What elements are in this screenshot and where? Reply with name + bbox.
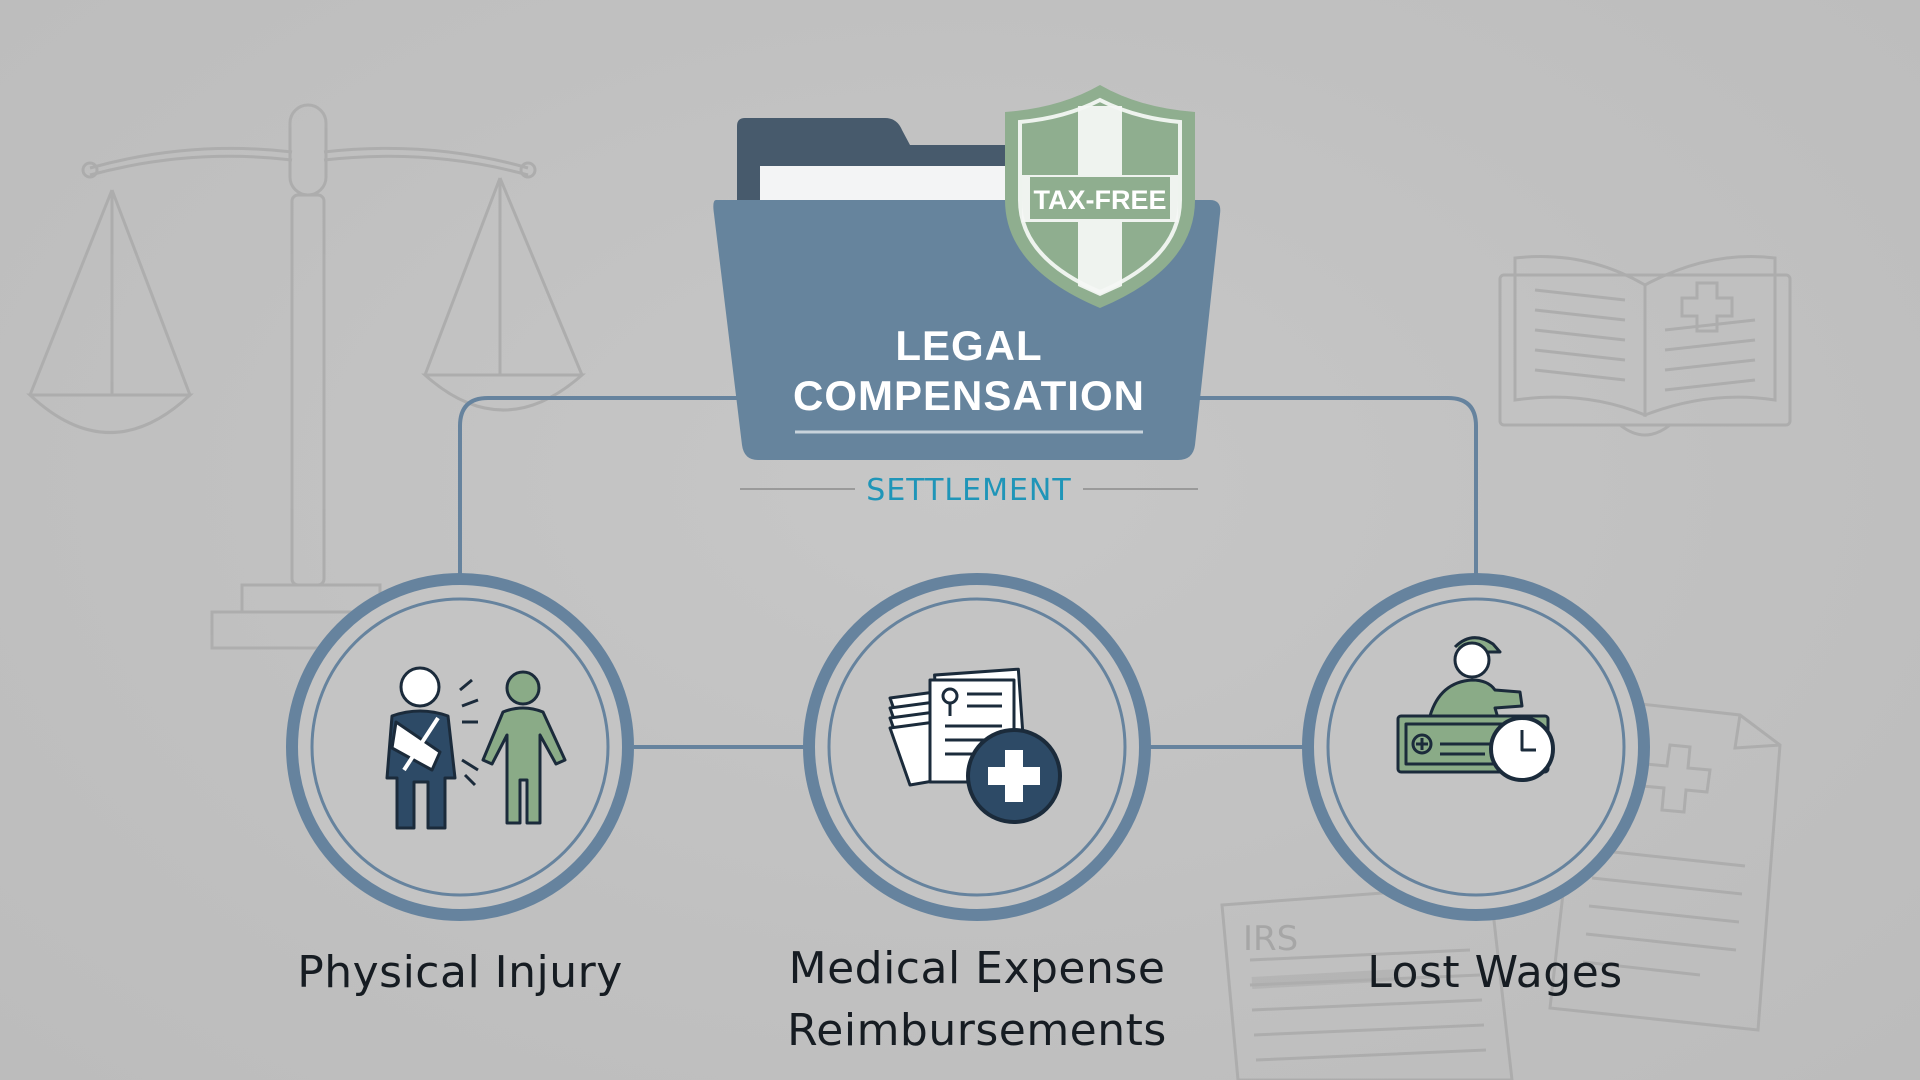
folder-title-line1: LEGAL: [895, 322, 1042, 369]
connector-lines: [458, 396, 1478, 749]
tax-free-shield-icon: [1005, 85, 1195, 308]
scales-of-justice-icon: [26, 103, 586, 650]
medical-documents-icon: [888, 667, 1062, 824]
medical-expense-label-line1: Medical Expense: [788, 943, 1166, 994]
folder-title-line2: COMPENSATION: [793, 372, 1145, 419]
injured-person-icon: [385, 666, 567, 830]
tax-free-badge: TAX-FREE: [1034, 185, 1167, 215]
open-medical-book-icon: [1498, 255, 1792, 437]
worker-paycheck-clock-icon: [1396, 636, 1555, 782]
medical-expense-label-line2: Reimbursements: [787, 1005, 1167, 1056]
physical-injury-label: Physical Injury: [297, 947, 623, 998]
lost-wages-label: Lost Wages: [1367, 947, 1623, 998]
settlement-label: SETTLEMENT: [866, 473, 1071, 508]
physical-injury-node: [286, 573, 634, 921]
irs-form-header: IRS: [1243, 919, 1298, 959]
